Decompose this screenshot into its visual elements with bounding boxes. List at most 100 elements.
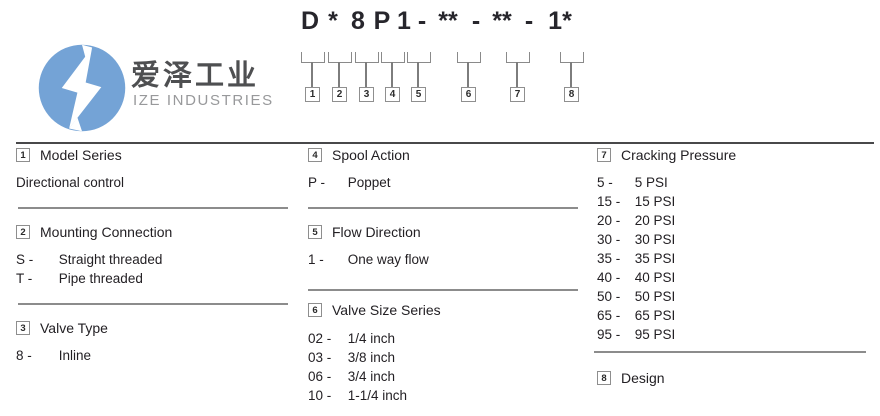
- item-desc: Pipe threaded: [58, 271, 143, 286]
- section-header-cracking-pressure: 7 Cracking Pressure: [597, 147, 736, 163]
- section-number-icon: 1: [16, 148, 30, 162]
- divider-left-2: [18, 303, 288, 305]
- list-item: 65 - 65 PSI: [597, 308, 675, 323]
- bracket-6: [457, 52, 481, 63]
- section-title: Flow Direction: [332, 224, 421, 240]
- section-number-icon: 8: [597, 371, 611, 385]
- code-dash-1: -: [417, 7, 427, 35]
- marker-box-5: 5: [411, 87, 426, 102]
- code-segment-stars1: **: [438, 7, 458, 35]
- section-number-icon: 5: [308, 225, 322, 239]
- item-code: 50 -: [597, 289, 621, 304]
- item-code: 10 -: [308, 388, 332, 403]
- list-item: 8 - Inline: [16, 348, 91, 363]
- code-segment-1star: 1*: [548, 7, 572, 35]
- bracket-5: [407, 52, 431, 63]
- item-desc: 1/4 inch: [347, 331, 396, 346]
- logo-name-chinese: 爱泽工业: [131, 60, 260, 92]
- item-code: 95 -: [597, 327, 621, 342]
- item-desc: Directional control: [16, 175, 125, 190]
- stem-5: [417, 62, 419, 87]
- bracket-3: [355, 52, 379, 63]
- section-number-icon: 3: [16, 321, 30, 335]
- stem-2: [338, 62, 340, 87]
- section-title: Cracking Pressure: [621, 147, 737, 163]
- item-desc: 5 PSI: [634, 175, 668, 190]
- section-title: Spool Action: [332, 147, 410, 163]
- item-desc: 65 PSI: [634, 308, 676, 323]
- stem-7: [516, 62, 518, 87]
- item-desc: 50 PSI: [634, 289, 676, 304]
- item-desc: 30 PSI: [634, 232, 676, 247]
- section-title: Design: [621, 370, 665, 386]
- section-title: Mounting Connection: [40, 224, 173, 240]
- item-code: 06 -: [308, 369, 332, 384]
- item-code: 40 -: [597, 270, 621, 285]
- item-code: 15 -: [597, 194, 621, 209]
- item-desc: 15 PSI: [634, 194, 676, 209]
- section-header-design: 8 Design: [597, 370, 665, 386]
- column-right: 7 Cracking Pressure 5 - 5 PSI 15 - 15 PS…: [597, 0, 866, 416]
- section-number-icon: 2: [16, 225, 30, 239]
- item-code: 30 -: [597, 232, 621, 247]
- divider-left-1: [18, 207, 288, 209]
- item-desc: 35 PSI: [634, 251, 676, 266]
- list-item: 35 - 35 PSI: [597, 251, 675, 266]
- section-header-spool-action: 4 Spool Action: [308, 147, 410, 163]
- marker-box-1: 1: [305, 87, 320, 102]
- list-item: 03 - 3/8 inch: [308, 350, 395, 365]
- section-header-flow-direction: 5 Flow Direction: [308, 224, 421, 240]
- list-item: T - Pipe threaded: [16, 271, 143, 286]
- item-code: 35 -: [597, 251, 621, 266]
- list-item: 40 - 40 PSI: [597, 270, 675, 285]
- code-segment-p: P: [373, 7, 391, 35]
- bracket-7: [506, 52, 530, 63]
- section-number-icon: 4: [308, 148, 322, 162]
- top-rule: [16, 142, 874, 144]
- list-item: 20 - 20 PSI: [597, 213, 675, 228]
- section-header-valve-type: 3 Valve Type: [16, 320, 108, 336]
- section-title: Valve Size Series: [332, 302, 441, 318]
- list-item: 1 - One way flow: [308, 252, 429, 267]
- item-desc: 20 PSI: [634, 213, 676, 228]
- item-code: 5 -: [597, 175, 613, 190]
- list-item: 30 - 30 PSI: [597, 232, 675, 247]
- code-segment-1: 1: [397, 7, 411, 35]
- bracket-4: [381, 52, 405, 63]
- stem-1: [311, 62, 313, 87]
- section-title: Valve Type: [40, 320, 108, 336]
- section-header-model-series: 1 Model Series: [16, 147, 122, 163]
- stem-4: [391, 62, 393, 87]
- item-code: T -: [16, 271, 33, 286]
- list-item: 15 - 15 PSI: [597, 194, 675, 209]
- list-item: 95 - 95 PSI: [597, 327, 675, 342]
- divider-right-1: [594, 351, 866, 353]
- item-desc: 3/4 inch: [347, 369, 396, 384]
- list-item: 5 - 5 PSI: [597, 175, 668, 190]
- item-desc: 40 PSI: [634, 270, 676, 285]
- bracket-1: [301, 52, 325, 63]
- list-item: P - Poppet: [308, 175, 391, 190]
- section-title: Model Series: [40, 147, 122, 163]
- code-segment-8: 8: [351, 7, 365, 35]
- marker-box-8: 8: [564, 87, 579, 102]
- list-item: 06 - 3/4 inch: [308, 369, 395, 384]
- column-middle: 4 Spool Action P - Poppet 5 Flow Directi…: [308, 0, 578, 416]
- item-code: 1 -: [308, 252, 324, 267]
- section-header-valve-size-series: 6 Valve Size Series: [308, 302, 441, 318]
- stem-8: [570, 62, 572, 87]
- code-segment-stars2: **: [492, 7, 512, 35]
- marker-box-3: 3: [359, 87, 374, 102]
- item-desc: 95 PSI: [634, 327, 676, 342]
- item-code: 02 -: [308, 331, 332, 346]
- bracket-8: [560, 52, 584, 63]
- list-item: 10 - 1-1/4 inch: [308, 388, 407, 403]
- code-segment-star: *: [328, 7, 338, 35]
- marker-box-6: 6: [461, 87, 476, 102]
- item-code: 65 -: [597, 308, 621, 323]
- list-item: 50 - 50 PSI: [597, 289, 675, 304]
- bracket-2: [328, 52, 352, 63]
- section-header-mounting-connection: 2 Mounting Connection: [16, 224, 172, 240]
- section-number-icon: 6: [308, 303, 322, 317]
